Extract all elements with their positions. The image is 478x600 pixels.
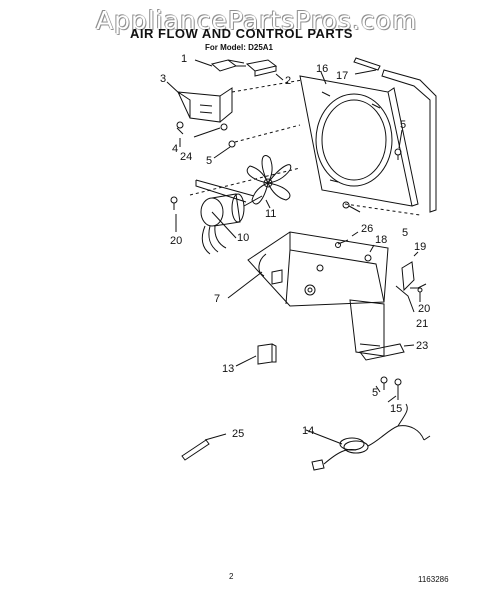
- callout-7: 7: [214, 293, 220, 305]
- part-shroud-16: [299, 71, 419, 207]
- callout-17: 17: [336, 70, 348, 82]
- callout-5: 5: [372, 387, 378, 399]
- callout-20: 20: [170, 235, 182, 247]
- diagram-title: AIR FLOW AND CONTROL PARTS: [130, 26, 353, 41]
- callout-16: 16: [316, 63, 328, 75]
- callout-19: 19: [414, 241, 426, 253]
- part-bracket-3: [166, 81, 233, 123]
- part-screws-5bc: [342, 129, 403, 213]
- document-number: 1163286: [418, 575, 449, 584]
- page-number: 2: [229, 572, 234, 581]
- callout-11: 11: [265, 208, 276, 220]
- part-screws-26-18: [335, 231, 375, 262]
- part-fan-blade-11: [246, 155, 292, 209]
- part-rod-25: [181, 433, 227, 461]
- callout-24: 24: [180, 151, 192, 163]
- callout-21: 21: [416, 318, 428, 330]
- part-clip-19-21: [395, 251, 427, 313]
- part-connector-1: [194, 59, 246, 72]
- callout-5: 5: [206, 155, 212, 167]
- part-screws-4-24: [176, 121, 228, 147]
- callout-20: 20: [418, 303, 430, 315]
- callout-13: 13: [222, 363, 234, 375]
- callout-4: 4: [172, 143, 178, 155]
- part-gasket-17: [353, 57, 437, 213]
- model-subtitle: For Model: D25A1: [205, 43, 274, 52]
- callout-23: 23: [416, 340, 428, 352]
- part-relay-13: [235, 343, 277, 367]
- part-fan-motor-10: [195, 179, 263, 255]
- part-screw-20a: [170, 196, 178, 232]
- callout-14: 14: [302, 425, 314, 437]
- callout-10: 10: [237, 232, 249, 244]
- callout-26: 26: [361, 223, 373, 235]
- callout-5: 5: [402, 227, 408, 239]
- part-power-cord-14: [305, 403, 431, 471]
- alignment-lines: [189, 79, 421, 216]
- watermark: AppliancePartsPros.com: [96, 6, 418, 35]
- callout-1: 1: [181, 53, 187, 65]
- part-screws-5d-15: [375, 376, 402, 403]
- part-control-housing-7: [227, 231, 389, 357]
- callout-15: 15: [390, 403, 402, 415]
- callout-18: 18: [375, 234, 387, 246]
- callout-2: 2: [285, 75, 291, 87]
- callout-3: 3: [160, 73, 166, 85]
- part-control-block-2: [245, 59, 284, 81]
- callout-5: 5: [400, 119, 406, 131]
- part-screw-5a: [213, 140, 236, 159]
- callout-25: 25: [232, 428, 244, 440]
- part-bracket-23: [359, 343, 415, 361]
